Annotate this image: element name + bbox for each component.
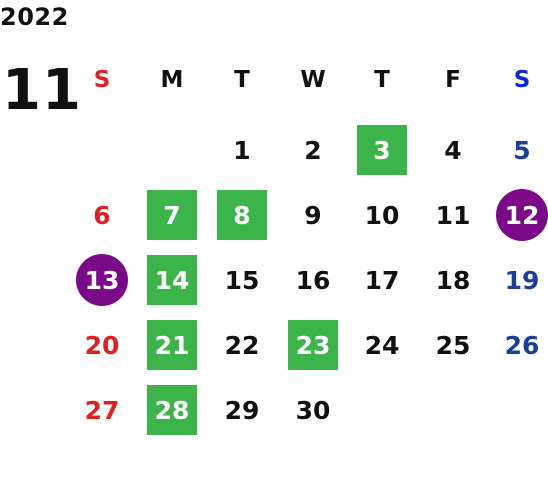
day-cell[interactable]: 6 (93, 200, 111, 230)
day-cell[interactable]: 26 (504, 330, 540, 360)
day-cell[interactable]: 16 (295, 265, 331, 295)
weekday-header: S (93, 67, 111, 93)
day-cell[interactable]: 9 (304, 200, 322, 230)
day-cell[interactable]: 10 (364, 200, 400, 230)
day-cell[interactable]: 3 (357, 125, 407, 175)
day-cell[interactable]: 30 (295, 395, 331, 425)
day-cell[interactable]: 4 (444, 135, 462, 165)
day-cell[interactable]: 27 (84, 395, 120, 425)
day-cell[interactable]: 13 (76, 254, 128, 306)
day-cell[interactable]: 5 (513, 135, 531, 165)
weekday-header: M (160, 67, 184, 93)
day-cell[interactable]: 17 (364, 265, 400, 295)
day-cell[interactable]: 29 (224, 395, 260, 425)
day-cell[interactable]: 21 (147, 320, 197, 370)
day-cell[interactable]: 7 (147, 190, 197, 240)
month-label: 11 (2, 58, 82, 123)
year-label: 2022 (0, 3, 69, 31)
day-cell[interactable]: 19 (504, 265, 540, 295)
day-cell[interactable]: 23 (288, 320, 338, 370)
weekday-header: T (234, 67, 250, 93)
day-cell[interactable]: 18 (435, 265, 471, 295)
day-cell[interactable]: 2 (304, 135, 322, 165)
day-cell[interactable]: 22 (224, 330, 260, 360)
day-cell[interactable]: 12 (496, 189, 548, 241)
day-cell[interactable]: 14 (147, 255, 197, 305)
day-cell[interactable]: 25 (435, 330, 471, 360)
day-cell[interactable]: 28 (147, 385, 197, 435)
day-cell[interactable]: 15 (224, 265, 260, 295)
weekday-header: S (513, 67, 531, 93)
weekday-header: F (445, 67, 461, 93)
weekday-header: T (374, 67, 390, 93)
day-cell[interactable]: 11 (435, 200, 471, 230)
day-cell[interactable]: 8 (217, 190, 267, 240)
day-cell[interactable]: 20 (84, 330, 120, 360)
weekday-header: W (300, 67, 326, 93)
day-cell[interactable]: 1 (233, 135, 251, 165)
day-cell[interactable]: 24 (364, 330, 400, 360)
